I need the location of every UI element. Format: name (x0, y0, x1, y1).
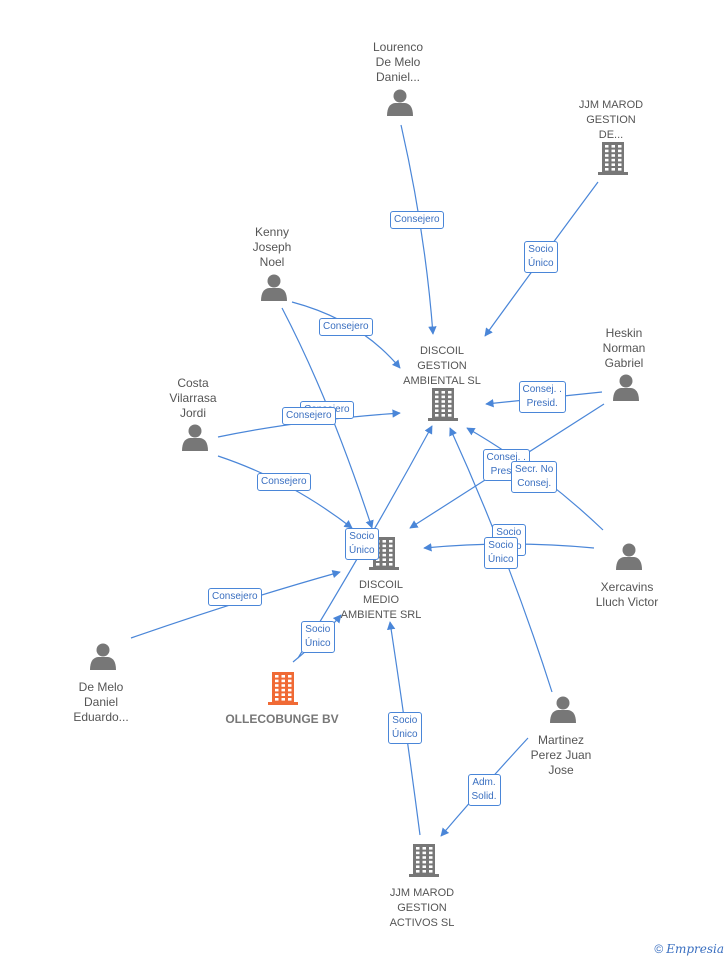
edge-lourenco-discoil_ga (400, 124, 437, 335)
person-icon-martinez[interactable] (550, 696, 576, 724)
edge-label-line: Único (392, 729, 418, 740)
node-label-line: Heskin (605, 326, 643, 340)
node-label-line: Noel (259, 255, 285, 269)
edge-label-line: Consejero (286, 410, 332, 421)
edge-label[interactable]: Secr. No Consej. (511, 461, 558, 493)
node-label-line: Xercavins (600, 580, 654, 594)
node-label-ollecobunge[interactable]: OLLECOBUNGE BV (222, 712, 342, 727)
edge-label-line: Consej. (517, 478, 552, 489)
node-label-discoil_ga[interactable]: DISCOIL GESTION AMBIENTAL SL (382, 344, 502, 389)
edge-label-line: Socio (528, 244, 554, 255)
edge-label-line: Solid. (471, 791, 497, 802)
node-label-line: Lluch Victor (595, 595, 659, 609)
edge-label[interactable]: Consejero (282, 407, 336, 425)
edge-label-line: Único (349, 545, 375, 556)
building-icon-jjm_de[interactable] (598, 142, 628, 175)
edge-label-line: Socio (496, 527, 522, 538)
person-icon-lourenco[interactable] (387, 89, 413, 117)
node-label-line: Jose (548, 763, 574, 777)
node-label-line: GESTION (586, 114, 636, 126)
node-label-line: ACTIVOS SL (389, 917, 455, 929)
brand-logo: Empresia (666, 942, 724, 956)
node-label-line: Norman (602, 341, 646, 355)
node-label-line: Costa (177, 376, 209, 390)
copyright-icon: © (654, 942, 664, 956)
node-label-line: DE... (598, 129, 624, 141)
edge-label[interactable]: Consejero (319, 318, 373, 336)
building-icon-jjm_activos[interactable] (409, 844, 439, 877)
edge-label-line: Único (528, 258, 554, 269)
edge-label-line: Consejero (261, 476, 307, 487)
node-label-line: GESTION (397, 902, 447, 914)
building-icon-ollecobunge[interactable] (268, 672, 298, 705)
node-label-line: Jordi (179, 406, 206, 420)
building-icon-discoil_ga[interactable] (428, 388, 458, 421)
node-label-line: OLLECOBUNGE BV (225, 712, 339, 726)
edge-label-line: Socio (392, 715, 418, 726)
node-label-line: Eduardo... (73, 710, 129, 724)
person-icon-heskin[interactable] (613, 374, 639, 402)
edge-label[interactable]: Consejero (257, 473, 311, 491)
edge-label-line: Consejero (323, 321, 369, 332)
edge-label-line: Socio (349, 531, 375, 542)
edge-label-line: Consejero (394, 214, 440, 225)
node-label-jjm_de[interactable]: JJM MAROD GESTION DE... (551, 98, 671, 143)
node-label-line: Daniel (83, 695, 119, 709)
node-label-line: JJM MAROD (578, 99, 644, 111)
node-label-line: GESTION (417, 360, 467, 372)
person-icon-costa[interactable] (182, 424, 208, 452)
edge-label[interactable]: Consejero (208, 588, 262, 606)
node-label-line: JJM MAROD (389, 887, 455, 899)
node-label-line: AMBIENTE SRL (340, 609, 422, 621)
person-icon-kenny[interactable] (261, 274, 287, 302)
edge-label[interactable]: Consejero (390, 211, 444, 229)
node-label-line: Joseph (252, 240, 292, 254)
footer-brand[interactable]: ©Empresia (654, 942, 724, 956)
edge-label-line: Secr. No (515, 464, 554, 475)
edge-costa-discoil_ma (217, 455, 353, 529)
node-label-line: Martinez (537, 733, 584, 747)
edge-label-line: Consej. . (486, 452, 526, 463)
edge-label[interactable]: Consej. . Presid. (518, 381, 566, 413)
node-label-line: MEDIO (362, 594, 400, 606)
edge-label-line: Consej. . (522, 384, 562, 395)
edge-label-line: Único (305, 638, 331, 649)
node-label-jjm_activos[interactable]: JJM MAROD GESTION ACTIVOS SL (362, 886, 482, 931)
node-label-discoil_ma[interactable]: DISCOIL MEDIO AMBIENTE SRL (321, 578, 441, 623)
edge-label-line: Presid. (490, 466, 522, 477)
node-label-line: De Melo (375, 55, 421, 69)
node-label-line: Vilarrasa (169, 391, 217, 405)
person-icon-xercavins[interactable] (616, 543, 642, 571)
edge-label-line: Consejero (212, 591, 258, 602)
node-label-line: De Melo (78, 680, 124, 694)
node-label-line: Lourenco (372, 40, 424, 54)
edge-label-line: Socio (488, 540, 514, 551)
edge-label-line: Adm. (472, 777, 496, 788)
node-label-line: Daniel... (375, 70, 421, 84)
node-label-line: Kenny (254, 225, 290, 239)
edge-label-line: Socio (305, 624, 331, 635)
node-label-line: Perez Juan (530, 748, 592, 762)
person-icon-demelo[interactable] (90, 643, 116, 671)
edge-label-line: Presid. (526, 398, 558, 409)
edge-label[interactable]: Adm. Solid. (467, 774, 501, 806)
node-label-line: DISCOIL (419, 345, 464, 357)
edge-label-line: Único (488, 554, 514, 565)
node-label-line: DISCOIL (358, 579, 403, 591)
node-label-line: AMBIENTAL SL (403, 375, 481, 387)
node-label-line: Gabriel (604, 356, 644, 370)
